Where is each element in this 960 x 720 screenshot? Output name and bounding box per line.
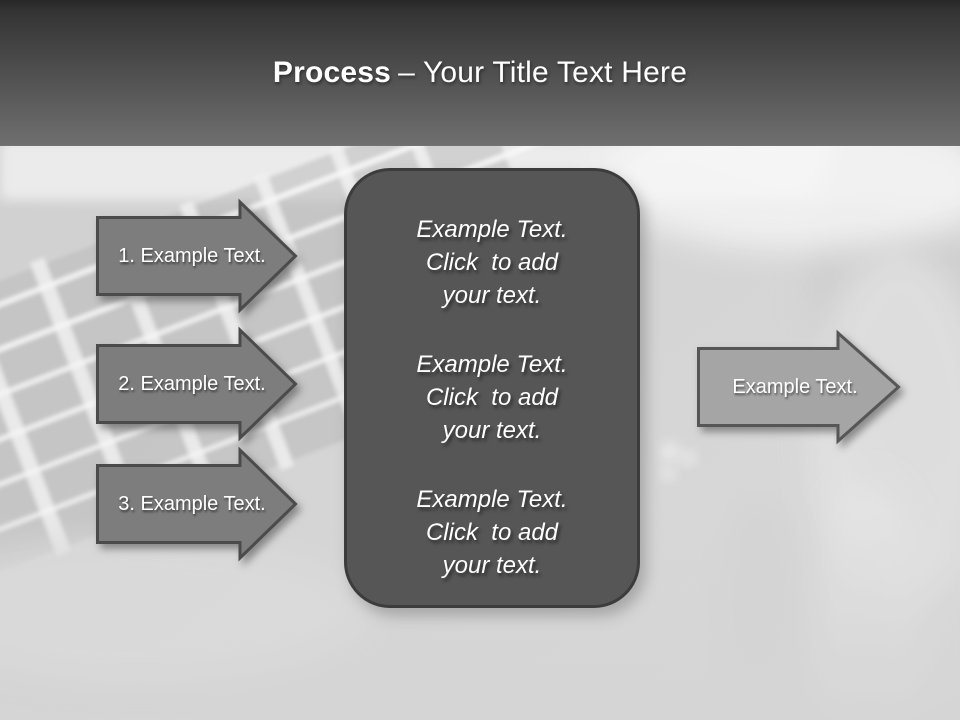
panel-text-block-1: Example Text. Click to add your text. [416,215,568,309]
output-arrow-label: Example Text. [732,375,858,398]
right-arrow-shape-icon [96,446,298,562]
slide-header: Process– Your Title Text Here [0,0,960,146]
right-arrow-shape-icon [96,198,298,314]
step-arrow-3: 3. Example Text. [96,446,298,562]
step-arrow-2-label: 2. Example Text. [118,372,266,395]
panel-text-block-2: Example Text. Click to add your text. [416,350,568,444]
panel-text-block-3: Example Text. Click to add your text. [416,485,568,579]
right-arrow-shape-icon [697,329,901,445]
step-arrow-1-label: 1. Example Text. [118,244,266,267]
slide-title: Process– Your Title Text Here [273,56,687,90]
step-arrow-2: 2. Example Text. [96,326,298,442]
output-arrow: Example Text. [697,329,901,445]
slide-title-subtitle: – Your Title Text Here [398,55,688,89]
step-arrow-3-label: 3. Example Text. [118,492,266,515]
slide-title-keyword: Process [272,55,392,89]
step-arrow-1: 1. Example Text. [96,198,298,314]
right-arrow-shape-icon [96,326,298,442]
center-text-panel: Example Text. Click to add your text. Ex… [344,168,640,608]
